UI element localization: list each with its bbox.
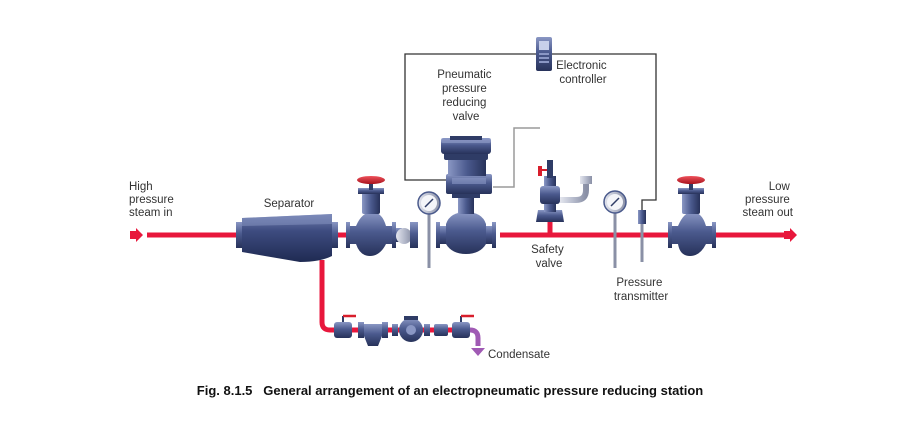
inlet-label: High pressure steam in	[129, 181, 177, 219]
drain-ball-valve-2	[452, 314, 474, 338]
steam-trap	[392, 316, 430, 342]
condensate-drain-assembly	[334, 314, 485, 356]
controller-wiring	[404, 53, 657, 212]
figure-caption: Fig. 8.1.5 General arrangement of an ele…	[196, 383, 704, 398]
prv-label: Pneumatic pressure reducing valve	[437, 69, 495, 123]
pressure-transmitter	[638, 210, 646, 262]
upstream-pressure-gauge	[417, 191, 441, 268]
electronic-controller	[536, 37, 552, 71]
strainer	[396, 222, 414, 248]
outlet-arrow-icon	[784, 228, 797, 242]
separator-label: Separator	[264, 198, 315, 210]
labels: High pressure steam in Separator Pneumat…	[129, 60, 794, 361]
safety-valve	[536, 160, 592, 235]
outlet-label: Low pressure steam out	[743, 181, 794, 219]
separator-drain-line	[319, 260, 342, 333]
condensate-label: Condensate	[488, 349, 550, 361]
separator	[236, 214, 338, 262]
inlet-arrow-icon	[130, 228, 143, 242]
drain-ball-valve-1	[334, 314, 356, 338]
drain-strainer	[358, 322, 388, 346]
downstream-pressure-gauge	[603, 190, 627, 268]
pneumatic-pressure-reducing-valve	[414, 136, 496, 254]
isolation-valve-outlet	[668, 176, 716, 256]
condensate-arrow-icon	[471, 348, 485, 356]
controller-label: Electronic controller	[556, 60, 610, 86]
drain-check-valve	[434, 324, 448, 336]
isolation-valve-inlet	[346, 176, 396, 256]
safety-valve-label: Safety valve	[531, 244, 567, 270]
transmitter-label: Pressure transmitter	[614, 277, 668, 303]
